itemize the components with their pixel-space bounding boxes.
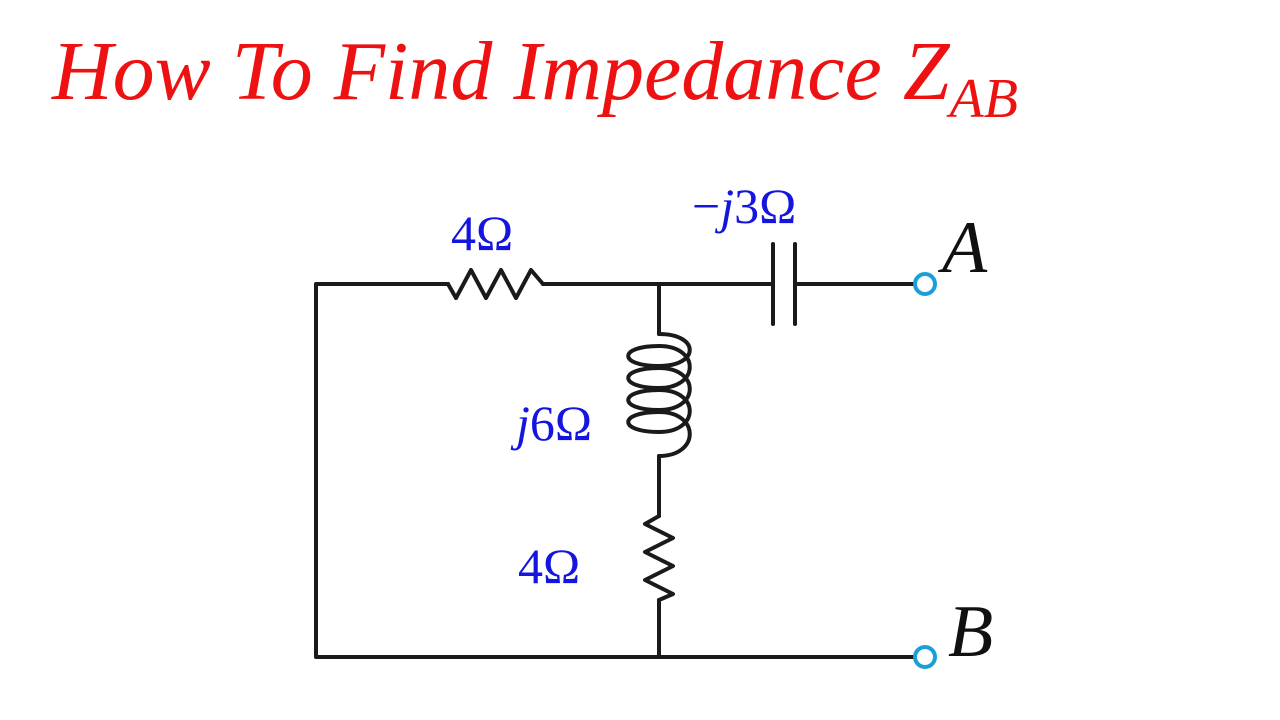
title-subscript: AB [949,68,1018,130]
capacitor-label: −j3Ω [692,178,796,234]
terminal-b[interactable] [913,645,937,669]
wire-left-loop [314,282,918,659]
capacitor-label-value: 3Ω [734,178,796,234]
inductor-label: j6Ω [510,395,592,451]
inductor [626,332,692,458]
wire-top-middle [541,282,661,336]
top-resistor-label: 4Ω [451,205,513,261]
terminal-b-label: B [948,591,993,673]
capacitor [771,242,797,326]
top-resistor [446,268,545,300]
bottom-resistor [643,514,675,602]
inductor-label-j: j [510,395,530,451]
title-text: How To Find Impedance Z [52,25,950,118]
bottom-resistor-label: 4Ω [518,538,580,594]
page-title: How To Find Impedance ZAB [52,30,1018,128]
capacitor-label-sign: − [692,178,720,234]
inductor-label-value: 6Ω [530,395,592,451]
terminal-a[interactable] [913,272,937,296]
wires [314,282,918,659]
terminal-a-label: A [937,207,988,289]
